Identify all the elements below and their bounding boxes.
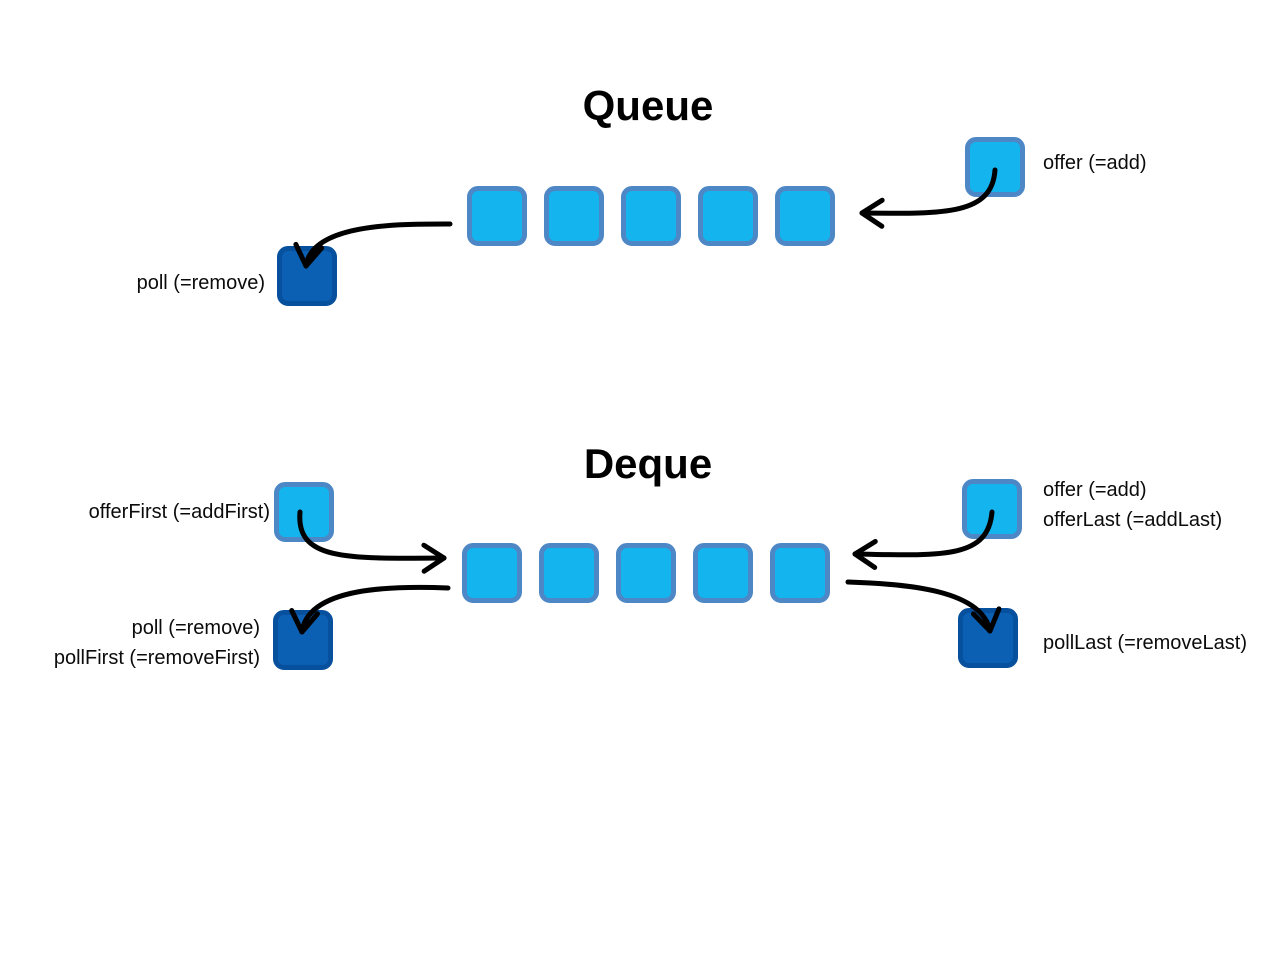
deque-cell xyxy=(462,543,522,603)
deque-cell xyxy=(693,543,753,603)
deque-offer-first-label: offerFirst (=addFirst) xyxy=(88,501,270,523)
deque-poll-first-cell xyxy=(273,610,333,670)
deque-offer-last-label: offerLast (=addLast) xyxy=(1043,509,1223,531)
queue-title: Queue xyxy=(582,82,714,129)
deque-offer-last-labels: offer (=add) offerLast (=addLast) xyxy=(1043,475,1222,535)
queue-offer-cell xyxy=(965,137,1025,197)
deque-offer-label: offer (=add) xyxy=(1043,479,1147,501)
queue-cell xyxy=(467,186,527,246)
deque-offer-first-cell xyxy=(274,482,334,542)
queue-poll-label: poll (=remove) xyxy=(136,272,265,294)
deque-title: Deque xyxy=(583,440,713,487)
queue-cell xyxy=(698,186,758,246)
deque-cell xyxy=(616,543,676,603)
deque-poll-label: poll (=remove) xyxy=(131,617,260,639)
deque-poll-first-label: pollFirst (=removeFirst) xyxy=(53,647,260,669)
queue-cell xyxy=(775,186,835,246)
deque-offer-last-cell xyxy=(962,479,1022,539)
queue-cell-row xyxy=(467,186,835,246)
queue-offer-label: offer (=add) xyxy=(1043,152,1147,174)
deque-cell-row xyxy=(462,543,830,603)
deque-poll-last-label: pollLast (=removeLast) xyxy=(1043,632,1247,654)
deque-cell xyxy=(770,543,830,603)
deque-cell xyxy=(539,543,599,603)
deque-poll-first-labels: poll (=remove) pollFirst (=removeFirst) xyxy=(54,613,260,673)
queue-cell xyxy=(544,186,604,246)
queue-cell xyxy=(621,186,681,246)
queue-poll-cell xyxy=(277,246,337,306)
deque-poll-last-cell xyxy=(958,608,1018,668)
